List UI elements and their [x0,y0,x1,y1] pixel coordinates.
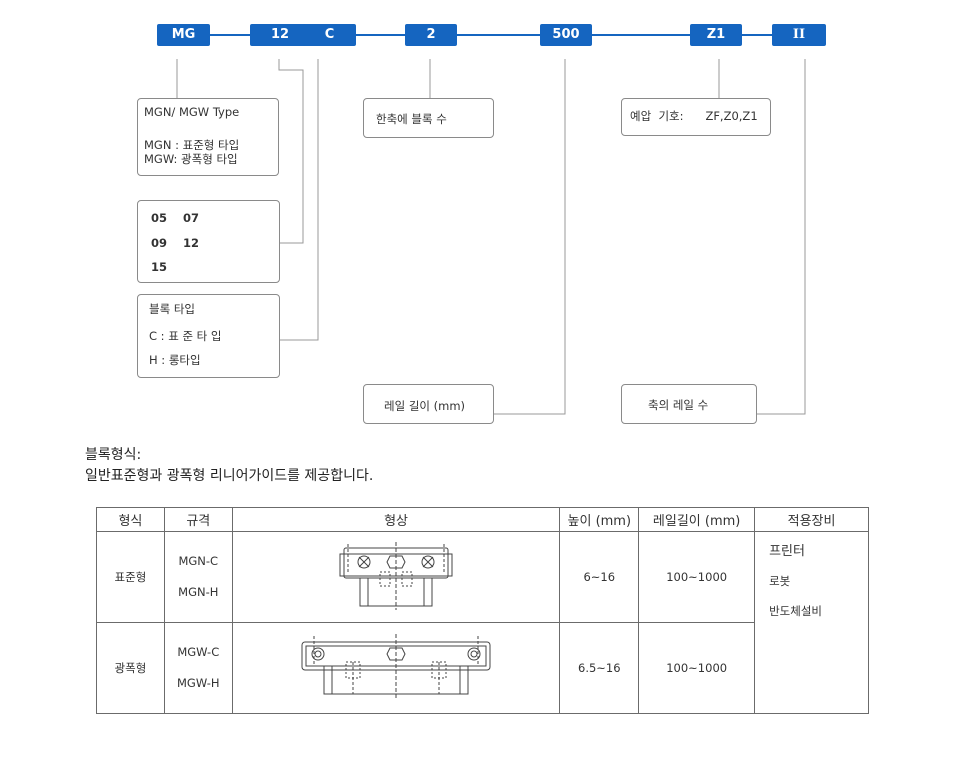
spec-item: MGN-H [178,585,219,599]
table-row: 표준형 MGN-C MGN-H [96,531,869,714]
type-box: MGN/ MGW Type MGN : 표준형 타입 MGW: 광폭형 타입 [137,98,279,176]
code-segment-rails-per-axis: II [772,24,826,46]
block-type-box-title: 블록 타입 [149,302,195,316]
size-box-row2: 09 12 [151,236,200,250]
code-segment-series: MG [157,24,210,46]
block-type-box-line1: C : 표 준 타 입 [149,329,222,343]
block-type-box-line2: H : 롱타입 [149,353,201,367]
row-shape [231,531,561,623]
type-box-title: MGN/ MGW Type [144,105,240,119]
blocks-per-rail-box: 한축에 블록 수 [363,98,494,138]
header-applications: 적용장비 [754,507,869,532]
block-form-description: 일반표준형과 광폭형 리니어가이드를 제공합니다. [85,468,374,484]
row-height: 6.5~16 [559,622,640,714]
type-box-line2: MGW: 광폭형 타입 [144,152,238,166]
type-box-line1: MGN : 표준형 타입 [144,138,240,152]
block-form-heading: 블록형식: [85,447,142,463]
spec-table: 형식 규격 형상 높이 (mm) 레일길이 (mm) 적용장비 표준형 MGN-… [96,507,869,714]
application-item: 로봇 [769,574,791,588]
size-box: 05 07 09 12 15 [137,200,280,283]
spec-item: MGW-C [177,645,220,659]
rail-length-label: 레일 길이 (mm) [384,399,466,413]
preload-box: 예압 기호: ZF,Z0,Z1 [621,98,771,136]
row-shape [231,622,561,714]
size-box-row1: 05 07 [151,211,200,225]
code-segment-preload: Z1 [690,24,742,46]
application-item: 프린터 [769,544,805,559]
row-height: 6~16 [559,531,640,623]
code-segment-block-type: C [303,24,356,46]
row-type: 광폭형 [96,622,165,714]
code-segment-size: 12 [250,24,310,46]
block-type-box: 블록 타입 C : 표 준 타 입 H : 롱타입 [137,294,280,378]
header-type: 형식 [96,507,165,532]
row-specs: MGN-C MGN-H [163,531,233,623]
code-segment-rail-length: 500 [540,24,592,46]
row-rail-length: 100~1000 [638,622,756,714]
table-header-row: 형식 규격 형상 높이 (mm) 레일길이 (mm) 적용장비 [96,507,869,532]
header-shape: 형상 [231,507,561,532]
mgn-block-drawing [339,541,453,610]
rail-length-box: 레일 길이 (mm) [363,384,494,424]
application-item: 반도체설비 [769,604,822,618]
table-row: 광폭형 MGW-C MGW-H [96,622,869,714]
header-height: 높이 (mm) [559,507,640,532]
header-rail-length: 레일길이 (mm) [638,507,756,532]
mgw-block-drawing [301,633,491,700]
row-specs: MGW-C MGW-H [163,622,233,714]
spec-item: MGN-C [178,554,219,568]
rails-per-axis-box: 축의 레일 수 [621,384,757,424]
preload-label: 예압 기호: ZF,Z0,Z1 [630,109,758,123]
header-spec: 규격 [163,507,233,532]
size-box-row3: 15 [151,260,168,274]
rails-per-axis-label: 축의 레일 수 [648,398,709,412]
blocks-per-rail-label: 한축에 블록 수 [376,112,447,126]
row-type: 표준형 [96,531,165,623]
row-rail-length: 100~1000 [638,531,756,623]
code-segment-blocks-per-rail: 2 [405,24,457,46]
applications-cell: 프린터 로봇 반도체설비 [754,531,869,714]
spec-item: MGW-H [177,676,220,690]
